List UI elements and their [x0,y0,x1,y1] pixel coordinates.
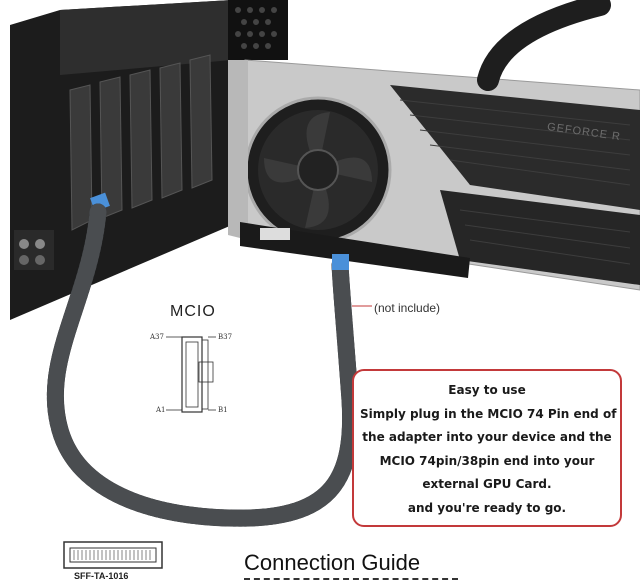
sff-part-label: SFF-TA-1016 [74,571,129,581]
not-include-note: (not include) [374,301,441,315]
mcio-title: MCIO [170,303,216,320]
info-line: and you're ready to go. [407,500,567,515]
guide-underline [244,578,458,580]
info-line: external GPU Card. [422,477,552,491]
info-line: the adapter into your device and the [362,430,612,444]
pin-label-a37: A37 [150,333,164,341]
info-box: Easy to use Simply plug in the MCIO 74 P… [352,369,622,527]
connection-guide-title: Connection Guide [244,550,421,575]
info-line: Simply plug in the MCIO 74 Pin end of [360,406,617,421]
pin-label-b37: B37 [218,333,233,341]
pin-label-a1: A1 [156,406,166,414]
pc-case [10,0,288,320]
pin-label-b1: B1 [218,406,228,414]
connector-tab [332,254,349,270]
info-line: Easy to use [448,383,526,397]
mcio-pinout-diagram [166,336,216,413]
info-line: MCIO 74pin/38pin end into your [379,453,595,468]
gpu-card [228,0,640,291]
sff-connector-diagram [63,541,163,569]
